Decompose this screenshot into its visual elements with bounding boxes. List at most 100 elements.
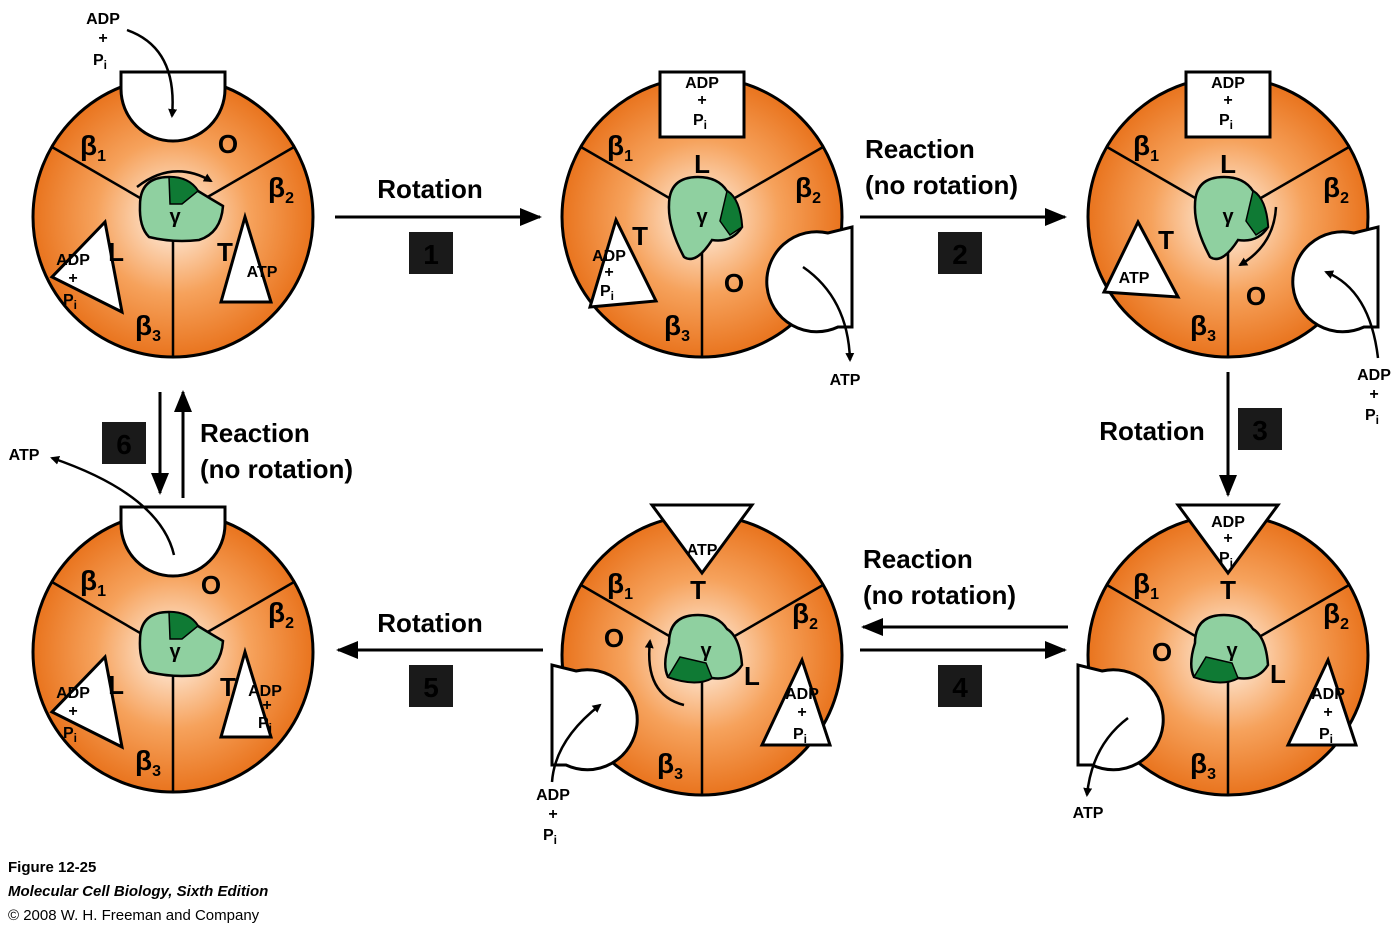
step-3-number: 3 — [1252, 415, 1268, 446]
incoming-adp-pi: ADP + Pi — [536, 703, 602, 847]
gamma-label: γ — [696, 206, 708, 228]
svg-text:+: + — [1369, 386, 1378, 403]
svg-text:ADP: ADP — [1357, 367, 1391, 384]
step-2-number: 2 — [952, 239, 968, 270]
state-t-label: T — [220, 672, 236, 702]
svg-text:+: + — [604, 264, 613, 281]
step-1-number: 1 — [423, 239, 439, 270]
state-o-label: O — [218, 129, 238, 159]
copyright-line: © 2008 W. H. Freeman and Company — [8, 907, 260, 924]
state-l-label: L — [1220, 149, 1236, 179]
step-5-label: Rotation — [377, 608, 482, 638]
svg-text:+: + — [697, 92, 706, 109]
step-6-box — [102, 422, 146, 464]
svg-text:Pi: Pi — [1219, 112, 1233, 132]
atp-label: ATP — [687, 542, 718, 559]
state-l-label: L — [744, 661, 760, 691]
rotor-5: γ β1 β2 β3 T O L ATP ADP + Pi — [550, 503, 844, 797]
step-4-box — [938, 665, 982, 707]
step-6-label-line2: (no rotation) — [200, 454, 353, 484]
svg-text:+: + — [548, 806, 557, 823]
svg-text:Pi: Pi — [93, 52, 107, 72]
tight-site-triangle — [219, 646, 274, 739]
step-4: Reaction (no rotation) 4 — [860, 544, 1068, 707]
svg-text:Pi: Pi — [1365, 407, 1379, 427]
tight-site-atp-triangle — [1101, 218, 1181, 299]
beta-3-label: β3 — [1190, 310, 1216, 345]
step-2: Reaction (no rotation) 2 — [860, 134, 1067, 274]
state-t-label: T — [632, 221, 648, 251]
step-4-label-line1: Reaction — [863, 544, 973, 574]
beta-2-label: β2 — [792, 598, 818, 633]
svg-text:+: + — [1323, 704, 1332, 721]
svg-text:ATP: ATP — [9, 447, 40, 464]
gamma-subunit: γ — [1190, 613, 1270, 684]
svg-text:ADP: ADP — [592, 248, 626, 265]
svg-text:+: + — [98, 30, 107, 47]
loose-site-pocket — [658, 70, 746, 139]
beta-3-label: β3 — [657, 748, 683, 783]
state-t-label: T — [690, 575, 706, 605]
state-o-label: O — [201, 570, 221, 600]
step-2-label-line2: (no rotation) — [865, 170, 1018, 200]
gamma-subunit: γ — [138, 175, 225, 243]
step-5-number: 5 — [423, 672, 439, 703]
loose-adp-pi-label: ADP + Pi — [1311, 686, 1345, 746]
tight-site-atp-triangle — [219, 211, 274, 304]
beta-2-label: β2 — [795, 172, 821, 207]
atp-label: ATP — [247, 264, 278, 281]
beta-1-label: β1 — [1133, 130, 1159, 165]
loose-site-triangle — [49, 653, 125, 750]
state-t-label: T — [1220, 575, 1236, 605]
step-3: Rotation 3 — [1099, 372, 1282, 497]
state-l-label: L — [694, 149, 710, 179]
rotor-3: γ β1 β2 β3 L T O ATP ADP + Pi — [1086, 70, 1380, 359]
svg-text:ADP: ADP — [536, 787, 570, 804]
rotor-2: γ β1 β2 β3 L T O ADP + Pi ADP + Pi — [560, 70, 854, 359]
svg-text:Pi: Pi — [63, 725, 77, 745]
loose-site-triangle — [759, 655, 833, 747]
adp-pi-label: ADP + Pi — [56, 252, 90, 312]
step-6-label-line1: Reaction — [200, 418, 310, 448]
step-3-label: Rotation — [1099, 416, 1204, 446]
state-o-label: O — [1246, 281, 1266, 311]
state-o-label: O — [1152, 637, 1172, 667]
beta-1-label: β1 — [1133, 568, 1159, 603]
svg-text:Pi: Pi — [258, 715, 272, 735]
atp-label: ATP — [1119, 270, 1150, 287]
triangle-adp-pi-label: ADP + Pi — [592, 248, 626, 303]
svg-text:ADP: ADP — [1211, 514, 1245, 531]
rotor-4: γ β1 β2 β3 T O L ADP + Pi ADP + Pi — [1076, 503, 1370, 797]
svg-text:Pi: Pi — [543, 827, 557, 847]
svg-text:+: + — [68, 270, 77, 287]
step-2-label-line1: Reaction — [865, 134, 975, 164]
open-site-notch — [1291, 225, 1380, 334]
gamma-label: γ — [1222, 206, 1234, 228]
svg-text:+: + — [1223, 530, 1232, 547]
beta-2-label: β2 — [1323, 598, 1349, 633]
beta-1-label: β1 — [607, 568, 633, 603]
loose-site-pocket — [1184, 70, 1272, 139]
figure-number: Figure 12-25 — [8, 859, 97, 876]
gamma-label: γ — [169, 206, 181, 228]
gamma-label: γ — [1226, 640, 1238, 662]
svg-text:+: + — [68, 703, 77, 720]
beta-3-label: β3 — [135, 310, 161, 345]
open-site-notch — [119, 505, 227, 578]
svg-text:+: + — [797, 704, 806, 721]
state-l-label: L — [108, 670, 124, 700]
beta-1-label: β1 — [80, 130, 106, 165]
open-site-notch — [765, 225, 854, 334]
svg-text:ATP: ATP — [830, 372, 861, 389]
step-6-number: 6 — [116, 429, 132, 460]
pocket-adp-pi-label: ADP + Pi — [1211, 75, 1245, 132]
svg-text:Pi: Pi — [63, 292, 77, 312]
step-2-box — [938, 232, 982, 274]
step-3-box — [1238, 408, 1282, 450]
rotation-direction-arrow — [644, 639, 685, 707]
svg-text:+: + — [1223, 92, 1232, 109]
svg-text:ADP: ADP — [1211, 75, 1245, 92]
step-1: Rotation 1 — [335, 174, 542, 274]
svg-text:ADP: ADP — [86, 11, 120, 28]
